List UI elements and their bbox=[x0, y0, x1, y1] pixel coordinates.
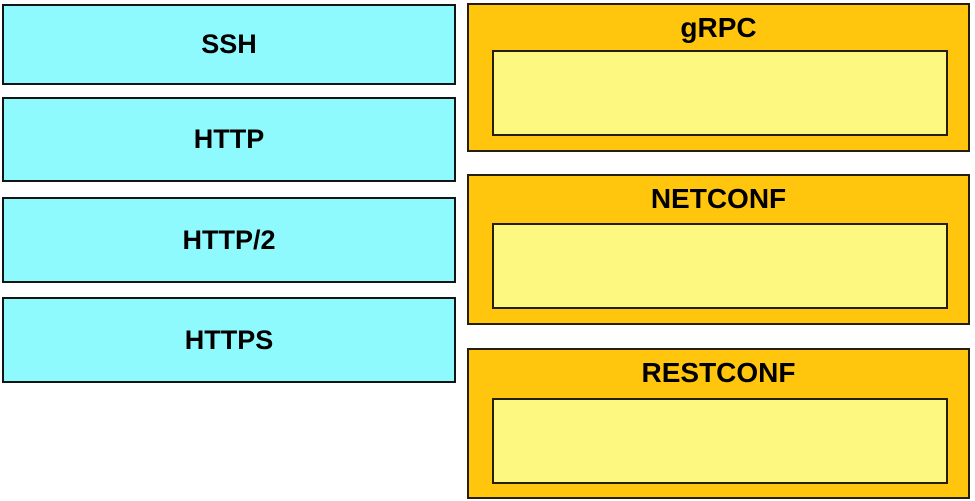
drag-source-label: HTTPS bbox=[184, 324, 274, 355]
drag-source-https[interactable]: HTTPS bbox=[2, 297, 456, 383]
drop-zone-restconf[interactable] bbox=[492, 398, 948, 484]
drop-target-title: RESTCONF bbox=[641, 356, 796, 388]
drop-target-group-grpc: gRPC bbox=[467, 3, 970, 152]
drop-target-group-restconf: RESTCONF bbox=[467, 348, 970, 499]
drag-source-ssh[interactable]: SSH bbox=[2, 4, 456, 85]
drag-source-http[interactable]: HTTP bbox=[2, 97, 456, 182]
drop-zone-grpc[interactable] bbox=[492, 50, 948, 136]
drop-target-title: gRPC bbox=[680, 11, 757, 43]
drop-target-group-netconf: NETCONF bbox=[467, 174, 970, 325]
drag-source-http2[interactable]: HTTP/2 bbox=[2, 197, 456, 283]
drop-target-title: NETCONF bbox=[650, 182, 787, 214]
drag-source-label: SSH bbox=[201, 29, 257, 59]
drop-zone-netconf[interactable] bbox=[492, 223, 948, 309]
drag-source-label: HTTP/2 bbox=[182, 224, 276, 255]
drag-source-label: HTTP bbox=[193, 124, 265, 154]
